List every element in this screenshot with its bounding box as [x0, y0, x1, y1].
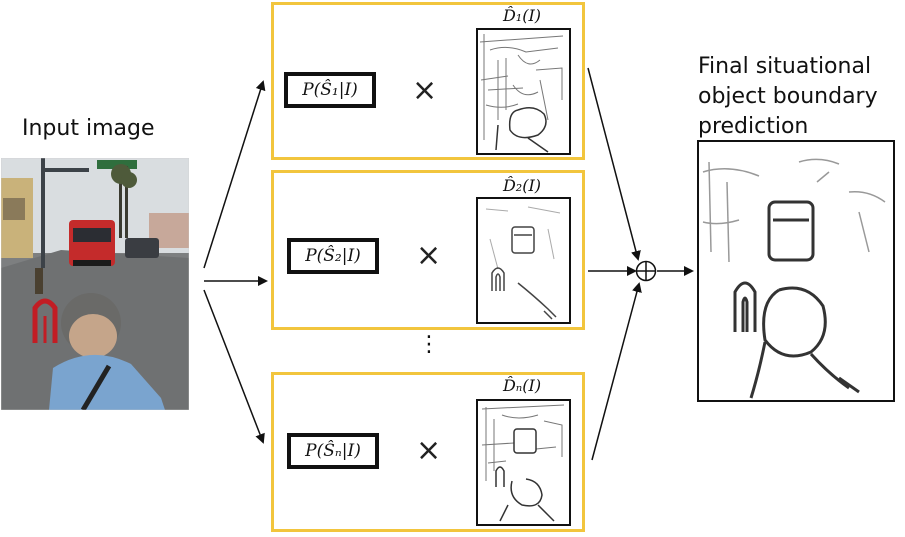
final-label-line-1: Final situational: [698, 54, 872, 79]
boundary-map-2: [476, 197, 571, 324]
input-photo: [1, 158, 189, 410]
boundary-map-label-1: D̂₁(I): [502, 6, 542, 25]
final-label-line-2: object boundary: [698, 84, 878, 109]
boundary-map-label-n: D̂ₙ(I): [502, 376, 542, 395]
arrow-branch-1-to-sum: [587, 67, 641, 261]
boundary-map-n: [476, 399, 571, 526]
arrow-to-branch-1: [203, 80, 266, 269]
more-branches-ellipsis: ⋮: [418, 332, 440, 357]
final-label-line-3: prediction: [698, 114, 809, 139]
probability-box-1: P(Ŝ₁|I): [284, 72, 376, 108]
boundary-map-label-2: D̂₂(I): [502, 176, 542, 195]
boundary-map-1: [476, 28, 571, 155]
times-symbol-n: ×: [416, 433, 442, 468]
circled-plus-icon: [635, 260, 657, 282]
final-boundary-map: [697, 140, 895, 402]
input-image-label: Input image: [22, 116, 155, 141]
final-prediction-label: Final situational object boundary predic…: [698, 52, 878, 142]
probability-box-n: P(Ŝₙ|I): [287, 433, 379, 469]
times-symbol-1: ×: [412, 73, 438, 108]
arrow-to-branch-n: [203, 289, 265, 444]
times-symbol-2: ×: [416, 238, 442, 273]
probability-box-2: P(Ŝ₂|I): [287, 238, 379, 274]
arrow-branch-n-to-sum: [591, 282, 642, 461]
